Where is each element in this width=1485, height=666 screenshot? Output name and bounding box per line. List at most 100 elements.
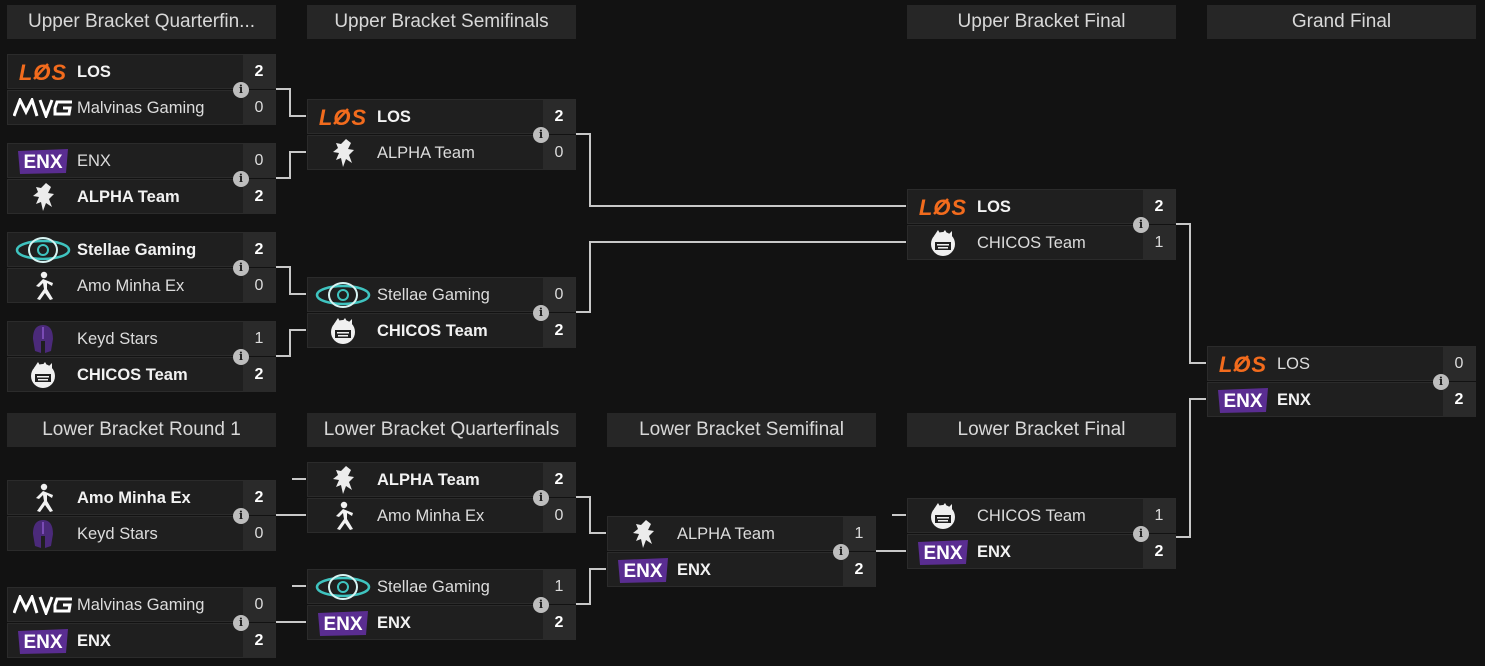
team-name[interactable]: CHICOS Team [977, 234, 1086, 252]
info-icon[interactable]: i [833, 544, 849, 560]
svg-text:ENX: ENX [23, 152, 62, 173]
info-icon[interactable]: i [1133, 526, 1149, 542]
team-name[interactable]: CHICOS Team [977, 507, 1086, 525]
team-name[interactable]: ENX [1277, 391, 1311, 409]
mvg-logo [12, 94, 74, 122]
team-name[interactable]: Amo Minha Ex [77, 277, 185, 295]
team-name[interactable]: Malvinas Gaming [77, 596, 205, 614]
connector [276, 88, 306, 117]
team-name[interactable]: Keyd Stars [77, 525, 158, 543]
team-name[interactable]: LOS [977, 198, 1011, 216]
team-score: 2 [843, 553, 875, 587]
enx-logo: ENX [12, 627, 74, 655]
team-name[interactable]: LOS [1277, 355, 1311, 373]
team-name[interactable]: Malvinas Gaming [77, 99, 205, 117]
svg-text:ENX: ENX [1223, 391, 1262, 412]
info-icon[interactable]: i [233, 171, 249, 187]
team-name[interactable]: Amo Minha Ex [77, 489, 191, 507]
team-name[interactable]: ALPHA Team [377, 471, 480, 489]
team-row[interactable]: CHICOS Team 2 [7, 357, 276, 392]
team-name[interactable]: ENX [377, 614, 411, 632]
team-score: 0 [243, 91, 275, 125]
team-name[interactable]: ENX [977, 543, 1011, 561]
info-icon[interactable]: i [233, 260, 249, 276]
team-score: 2 [243, 358, 275, 392]
team-row[interactable]: Malvinas Gaming 0 [7, 90, 276, 125]
team-name[interactable]: ALPHA Team [677, 525, 775, 543]
team-row[interactable]: Keyd Stars 0 [7, 516, 276, 551]
team-row[interactable]: CHICOS Team 1 [907, 498, 1176, 533]
enx-logo: ENX [312, 609, 374, 637]
team-name[interactable]: Stellae Gaming [377, 578, 490, 596]
info-icon[interactable]: i [233, 508, 249, 524]
team-name[interactable]: Stellae Gaming [377, 286, 490, 304]
team-name[interactable]: ENX [677, 561, 711, 579]
info-icon[interactable]: i [233, 82, 249, 98]
enx-logo: ENX [12, 147, 74, 175]
team-score: 0 [243, 517, 275, 551]
team-name[interactable]: ALPHA Team [77, 188, 180, 206]
info-icon[interactable]: i [233, 349, 249, 365]
team-score: 1 [1143, 499, 1175, 533]
team-name[interactable]: ENX [77, 632, 111, 650]
team-name[interactable]: ENX [77, 152, 111, 170]
team-name[interactable]: CHICOS Team [377, 322, 488, 340]
info-icon[interactable]: i [533, 597, 549, 613]
stellae-logo [312, 573, 374, 601]
enx-logo: ENX [612, 556, 674, 584]
info-icon[interactable]: i [1433, 374, 1449, 390]
los-logo: LOS [312, 103, 374, 131]
amo-figure-logo [312, 501, 374, 530]
round-header-lbqf: Lower Bracket Quarterfinals [307, 413, 576, 447]
info-icon[interactable]: i [533, 305, 549, 321]
round-header-ubf: Upper Bracket Final [907, 5, 1176, 39]
team-name[interactable]: Keyd Stars [77, 330, 158, 348]
info-icon[interactable]: i [233, 615, 249, 631]
info-icon[interactable]: i [533, 127, 549, 143]
svg-text:ENX: ENX [323, 614, 362, 635]
team-name[interactable]: CHICOS Team [77, 366, 188, 384]
team-score: 2 [243, 481, 275, 515]
team-name[interactable]: LOS [77, 63, 111, 81]
team-row[interactable]: Amo Minha Ex 2 [7, 480, 276, 515]
round-header-lbr1: Lower Bracket Round 1 [7, 413, 276, 447]
svg-text:LOS: LOS [919, 196, 967, 218]
team-name[interactable]: Stellae Gaming [77, 241, 197, 259]
team-name[interactable]: LOS [377, 108, 411, 126]
info-icon[interactable]: i [1133, 217, 1149, 233]
team-name[interactable]: Amo Minha Ex [377, 507, 485, 525]
los-logo: LOS [1212, 350, 1274, 378]
team-row[interactable]: ENX ENX 2 [607, 552, 876, 587]
info-icon[interactable]: i [533, 490, 549, 506]
connector [576, 133, 906, 207]
connector [576, 241, 906, 313]
team-name[interactable]: ALPHA Team [377, 144, 475, 162]
